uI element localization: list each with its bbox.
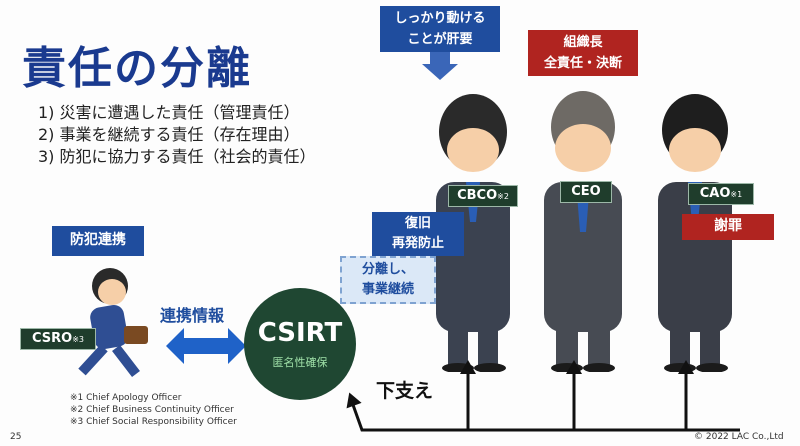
org-head-callout: 組織長 全責任・決断 bbox=[528, 30, 638, 76]
callout-line: 事業継続 bbox=[361, 282, 414, 297]
list-item: 1) 災害に遭遇した責任（管理責任） bbox=[38, 103, 300, 122]
callout-line: 防犯連携 bbox=[70, 232, 126, 248]
footnote: ※1 Chief Apology Officer bbox=[70, 393, 182, 403]
support-label: 下支え bbox=[376, 380, 434, 402]
callout-line: 謝罪 bbox=[714, 218, 742, 234]
separation-callout: 分離し、 事業継続 bbox=[340, 256, 436, 304]
callout-line: 再発防止 bbox=[391, 236, 444, 251]
list-item: 3) 防犯に協力する責任（社会的責任） bbox=[38, 147, 316, 166]
ceo-badge: CEO bbox=[560, 181, 612, 203]
callout-line: 分離し、 bbox=[361, 262, 414, 277]
csirt-sub: 匿名性確保 bbox=[272, 356, 328, 369]
bowing-person-ceo-icon bbox=[544, 91, 622, 372]
role-label: CSRO bbox=[31, 331, 73, 346]
role-note: ※1 bbox=[730, 190, 743, 199]
footnote: ※2 Chief Business Continuity Officer bbox=[70, 405, 234, 415]
role-note: ※3 bbox=[72, 335, 84, 344]
down-arrow-icon bbox=[422, 52, 458, 80]
info-link-label: 連携情報 bbox=[160, 306, 225, 325]
footnotes: ※1 Chief Apology Officer ※2 Chief Busine… bbox=[70, 392, 237, 428]
role-label: CEO bbox=[571, 184, 601, 199]
callout-line: 組織長 bbox=[563, 35, 603, 50]
csirt-label: CSIRT bbox=[257, 318, 343, 348]
callout-line: しっかり動ける bbox=[394, 11, 486, 26]
callout-line: ことが肝要 bbox=[407, 32, 473, 47]
cao-badge: CAO※1 bbox=[688, 183, 754, 205]
slide-title: 責任の分離 bbox=[22, 43, 252, 94]
callout-line: 復旧 bbox=[404, 216, 431, 231]
crime-coop-callout: 防犯連携 bbox=[52, 226, 144, 256]
recovery-callout: 復旧 再発防止 bbox=[372, 212, 464, 256]
support-arrows bbox=[346, 360, 740, 432]
csro-badge: CSRO※3 bbox=[20, 328, 96, 350]
cbco-badge: CBCO※2 bbox=[448, 185, 518, 207]
double-arrow-icon bbox=[166, 328, 246, 364]
page-number: 25 bbox=[10, 432, 22, 442]
responsibility-list: 1) 災害に遭遇した責任（管理責任） 2) 事業を継続する責任（存在理由） 3)… bbox=[38, 102, 316, 168]
role-label: CBCO bbox=[457, 188, 498, 203]
copyright: © 2022 LAC Co.,Ltd bbox=[694, 432, 784, 442]
role-label: CAO bbox=[699, 186, 731, 201]
csirt-circle: CSIRT 匿名性確保 bbox=[244, 288, 356, 400]
apology-callout: 謝罪 bbox=[682, 214, 774, 240]
running-person-icon bbox=[78, 268, 148, 378]
role-note: ※2 bbox=[497, 192, 509, 201]
list-item: 2) 事業を継続する責任（存在理由） bbox=[38, 125, 300, 144]
callout-line: 全責任・決断 bbox=[543, 56, 622, 71]
must-act-callout: しっかり動ける ことが肝要 bbox=[380, 6, 500, 52]
footnote: ※3 Chief Social Responsibility Officer bbox=[70, 417, 237, 427]
